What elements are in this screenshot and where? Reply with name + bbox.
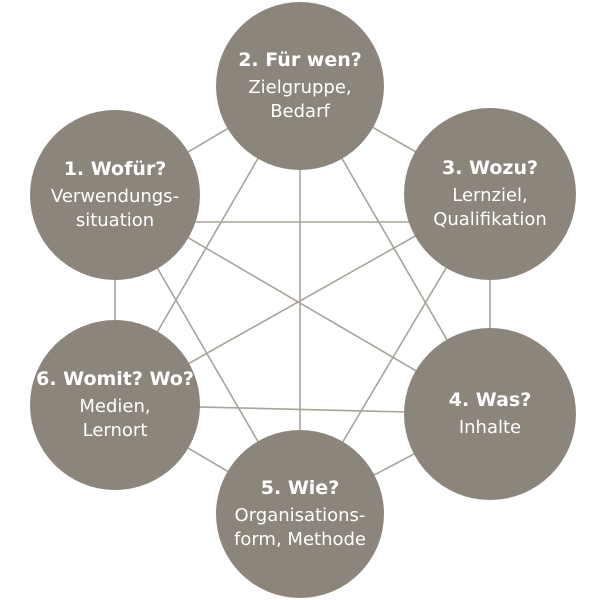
node-wozu: 3. Wozu? Lernziel, Qualifikation — [404, 108, 576, 280]
node-title: 1. Wofür? — [63, 158, 167, 180]
node-line: Lernort — [82, 420, 148, 441]
node-line: Qualifikation — [433, 209, 547, 230]
node-wofuer: 1. Wofür? Verwendungs- situation — [30, 110, 200, 280]
node-line: Inhalte — [458, 417, 522, 438]
node-womit-wo: 6. Womit? Wo? Medien, Lernort — [30, 320, 200, 490]
node-line: Medien, — [79, 396, 151, 417]
node-title: 4. Was? — [448, 389, 532, 411]
node-line: Zielgruppe, — [248, 77, 352, 98]
node-title: 5. Wie? — [260, 477, 340, 499]
node-line: Bedarf — [270, 101, 330, 122]
node-wie: 5. Wie? Organisations- form, Methode — [216, 430, 384, 598]
node-line: situation — [75, 210, 155, 231]
node-title: 6. Womit? Wo? — [36, 368, 194, 390]
node-title: 3. Wozu? — [442, 157, 538, 179]
node-line: form, Methode — [234, 529, 366, 550]
node-line: Lernziel, — [452, 185, 528, 206]
node-line: Organisations- — [234, 505, 366, 526]
node-title: 2. Für wen? — [238, 49, 362, 71]
node-was: 4. Was? Inhalte — [404, 328, 576, 500]
node-fuer-wen: 2. Für wen? Zielgruppe, Bedarf — [216, 2, 384, 170]
node-line: Verwendungs- — [50, 186, 180, 207]
